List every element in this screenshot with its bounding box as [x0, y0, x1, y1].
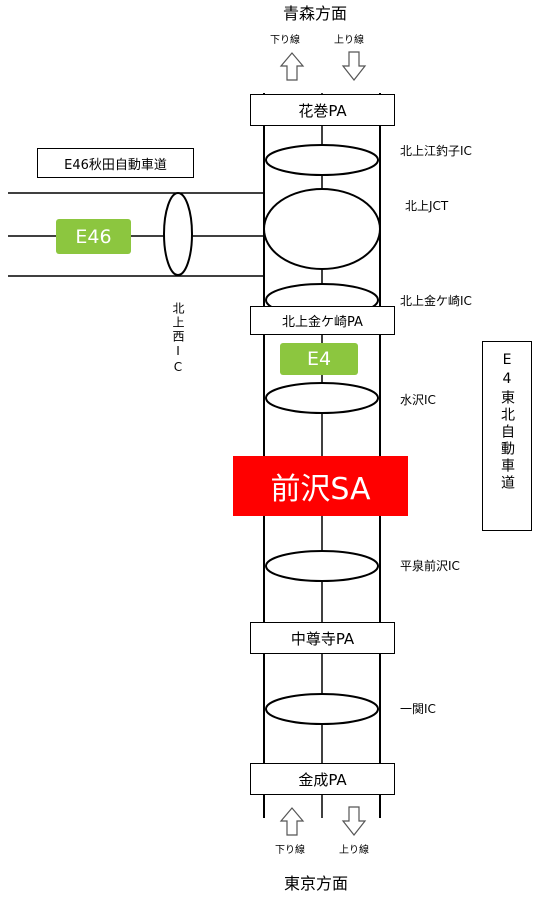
- route-name-e4-box: E4東北自動車道: [482, 341, 532, 531]
- interchange-hiraizumi-maesawa: [265, 550, 379, 582]
- route-badge-e4: E4: [280, 343, 358, 375]
- lane-up-label-bottom: 上り線: [339, 845, 369, 856]
- ic-label-kitakami-nishi: 北上西IC: [171, 302, 185, 376]
- direction-north-label: 青森方面: [283, 4, 348, 23]
- hollow-arrow-icon: [279, 807, 305, 836]
- pa-hanamaki: 花巻PA: [250, 94, 395, 126]
- ic-label-mizusawa: 水沢IC: [400, 393, 436, 407]
- ic-label-kitakami-kanegasaki: 北上金ケ崎IC: [400, 294, 472, 308]
- pa-chusonji: 中尊寺PA: [250, 622, 395, 654]
- direction-south-label: 東京方面: [284, 874, 349, 893]
- hollow-arrow-icon: [341, 51, 367, 81]
- interchange-kitakami-nishi: [163, 192, 193, 276]
- route-badge-e46: E46: [56, 219, 131, 254]
- interchange-mizusawa: [265, 382, 379, 414]
- lane-up-label-top: 上り線: [334, 35, 364, 46]
- lane-down-label-bottom: 下り線: [275, 845, 305, 856]
- service-area-maesawa: 前沢SA: [233, 456, 408, 516]
- route-name-e46: E46秋田自動車道: [37, 148, 194, 178]
- ic-label-ichinoseki: 一関IC: [400, 702, 436, 716]
- interchange-ichinoseki: [265, 693, 379, 725]
- hollow-arrow-icon: [341, 806, 367, 836]
- ic-label-kitakami-esashi: 北上江釣子IC: [400, 144, 472, 158]
- ic-label-hiraizumi-maesawa: 平泉前沢IC: [400, 559, 460, 573]
- pa-kitakami-kanegasaki: 北上金ケ崎PA: [250, 306, 395, 335]
- lane-down-label-top: 下り線: [270, 35, 300, 46]
- hollow-arrow-icon: [279, 52, 305, 81]
- jct-label-kitakami: 北上JCT: [405, 199, 449, 213]
- junction-kitakami: [263, 188, 381, 270]
- pa-kinsei: 金成PA: [250, 763, 395, 795]
- route-name-e4: E4東北自動車道: [499, 352, 515, 492]
- interchange-kitakami-esashi: [265, 144, 379, 176]
